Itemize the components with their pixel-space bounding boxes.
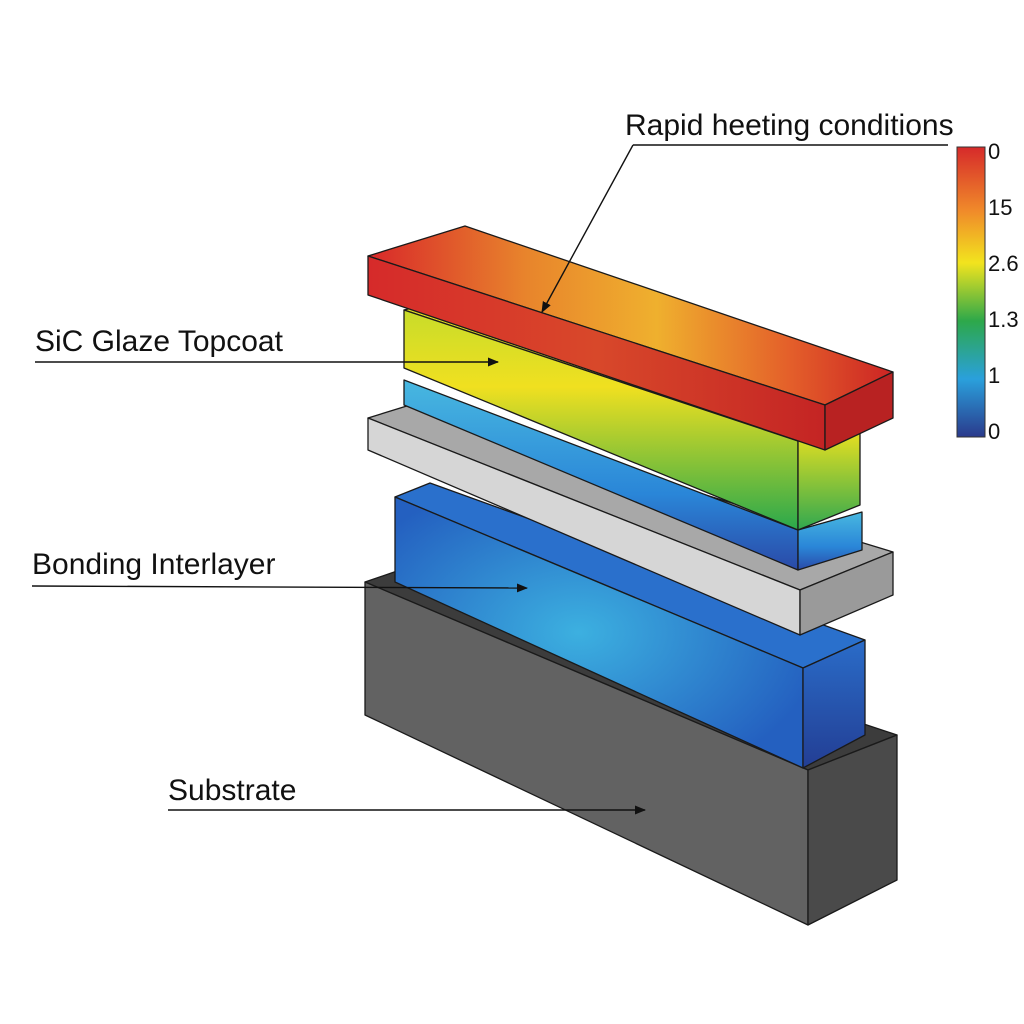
thin-interface-layer	[403, 379, 863, 571]
colorbar-tick: 15	[988, 195, 1012, 220]
heating-label: Rapid heeting conditions	[625, 109, 954, 142]
topcoat-label: SiC Glaze Topcoat	[35, 325, 284, 358]
heating-slab	[367, 225, 894, 451]
heating-arrow	[541, 144, 634, 313]
colorbar-tick: 1.3	[988, 307, 1019, 332]
colorbar-tick: 1	[988, 363, 1000, 388]
interlayer-label: Bonding Interlayer	[32, 548, 276, 581]
colorbar-tick: 0	[988, 139, 1000, 164]
colorbar: 0 15 2.6 1.3 1 0	[956, 139, 1019, 444]
colorbar-gradient	[956, 146, 986, 438]
interlayer-arrow	[31, 583, 529, 593]
colorbar-tick: 0	[988, 419, 1000, 444]
bonding-interlayer-block	[394, 482, 866, 769]
colorbar-tick: 2.6	[988, 251, 1019, 276]
substrate-label: Substrate	[168, 774, 296, 807]
